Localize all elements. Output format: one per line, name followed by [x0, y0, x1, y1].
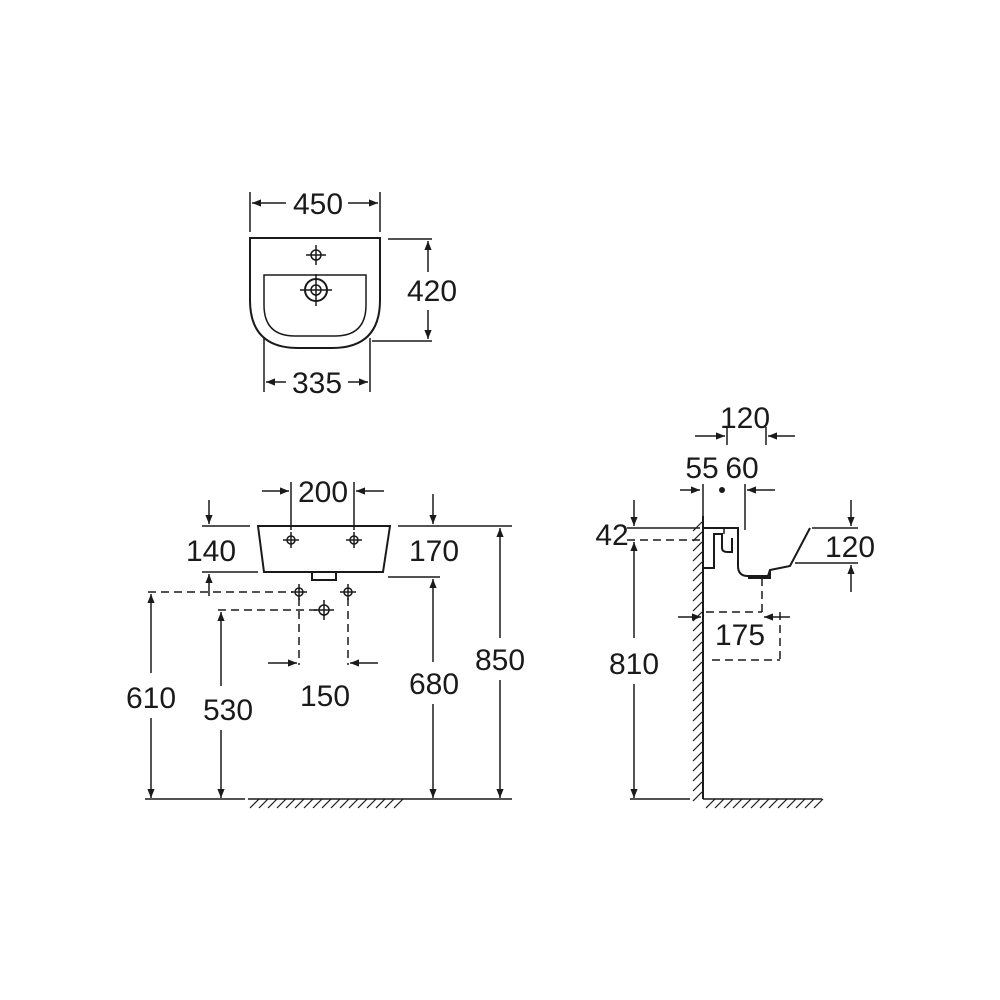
dim-label-335: 335	[292, 367, 342, 400]
dim-label-680: 680	[409, 668, 459, 701]
hatch-line	[692, 581, 703, 592]
dim-label-530: 530	[203, 694, 253, 727]
hatch-line	[692, 781, 703, 792]
dim-label-420: 420	[407, 275, 457, 308]
hatch-line	[759, 798, 770, 809]
supply-point-left-icon	[291, 584, 307, 600]
hatch-line	[804, 798, 815, 809]
tap-hole-left-icon	[283, 532, 299, 548]
hatch-line	[339, 798, 350, 809]
hatch-line	[692, 681, 703, 692]
hatch-line	[786, 798, 797, 809]
drain-hole-icon	[300, 274, 332, 306]
hatch-line	[375, 798, 386, 809]
dim-label-55: 55	[685, 452, 718, 485]
waste-outlet-front	[311, 572, 337, 581]
hatch-line	[732, 798, 743, 809]
floor-hatch-front	[249, 798, 404, 809]
hatch-line	[692, 741, 703, 752]
tap-hole-right-icon	[346, 532, 362, 548]
hatch-line	[692, 541, 703, 552]
basin-outline-front	[256, 525, 392, 573]
hatch-line	[330, 798, 341, 809]
hatch-line	[692, 521, 703, 532]
hatch-line	[692, 791, 703, 802]
hatch-line	[249, 798, 260, 809]
dim-label-175: 175	[715, 619, 765, 652]
hatch-line	[267, 798, 278, 809]
dim-label-610: 610	[126, 682, 176, 715]
supply-point-right-icon	[340, 584, 356, 600]
dim-label-170: 170	[409, 535, 459, 568]
hatch-line	[692, 751, 703, 762]
dim-label-42: 42	[595, 519, 628, 552]
dim-label-200: 200	[298, 476, 348, 509]
dim-label-450: 450	[293, 188, 343, 221]
hatch-line	[750, 798, 761, 809]
hatch-line	[692, 671, 703, 682]
hatch-line	[692, 701, 703, 712]
hatch-line	[692, 761, 703, 772]
dim-label-120-top: 120	[720, 402, 770, 435]
hatch-line	[692, 601, 703, 612]
hatch-line	[276, 798, 287, 809]
basin-profile-side	[703, 527, 811, 579]
hatch-line	[692, 551, 703, 562]
hatch-line	[777, 798, 788, 809]
dim-label-140: 140	[186, 535, 236, 568]
hatch-line	[692, 661, 703, 672]
hatch-line	[285, 798, 296, 809]
side-view: 120 55 60 42 120 175 810	[595, 402, 875, 809]
hatch-line	[692, 571, 703, 582]
hatch-line	[357, 798, 368, 809]
basin-bowl-top	[263, 274, 367, 337]
hatch-line	[393, 798, 404, 809]
hatch-line	[692, 621, 703, 632]
dim-label-150: 150	[300, 680, 350, 713]
hatch-line	[692, 591, 703, 602]
dim-label-810: 810	[609, 648, 659, 681]
waste-point-icon	[314, 600, 334, 620]
hatch-line	[692, 771, 703, 782]
hatch-line	[303, 798, 314, 809]
hatch-line	[348, 798, 359, 809]
tap-hole-icon	[306, 245, 326, 265]
hatch-line	[741, 798, 752, 809]
hatch-line	[692, 641, 703, 652]
dim-label-120-right: 120	[825, 531, 875, 564]
hatch-line	[692, 711, 703, 722]
front-view: 200 140 170 150 610 530 680 850	[126, 476, 525, 809]
hatch-line	[705, 798, 716, 809]
hatch-line	[714, 798, 725, 809]
hatch-line	[692, 731, 703, 742]
hatch-line	[312, 798, 323, 809]
hatch-line	[692, 691, 703, 702]
basin-outline-top	[249, 237, 381, 349]
hatch-line	[294, 798, 305, 809]
floor-hatch-side	[705, 798, 824, 809]
hatch-line	[366, 798, 377, 809]
top-view: 450 420 335	[249, 188, 457, 400]
hatch-line	[768, 798, 779, 809]
hatch-line	[692, 721, 703, 732]
hatch-line	[692, 631, 703, 642]
hatch-line	[384, 798, 395, 809]
hatch-line	[795, 798, 806, 809]
hatch-line	[723, 798, 734, 809]
dim-label-850: 850	[475, 644, 525, 677]
dim-label-60: 60	[725, 452, 758, 485]
hatch-line	[258, 798, 269, 809]
tap-hole-side-icon	[719, 487, 725, 493]
hatch-line	[321, 798, 332, 809]
wall-hatch	[692, 521, 703, 802]
hatch-line	[813, 798, 824, 809]
hatch-line	[692, 561, 703, 572]
hatch-line	[692, 651, 703, 662]
